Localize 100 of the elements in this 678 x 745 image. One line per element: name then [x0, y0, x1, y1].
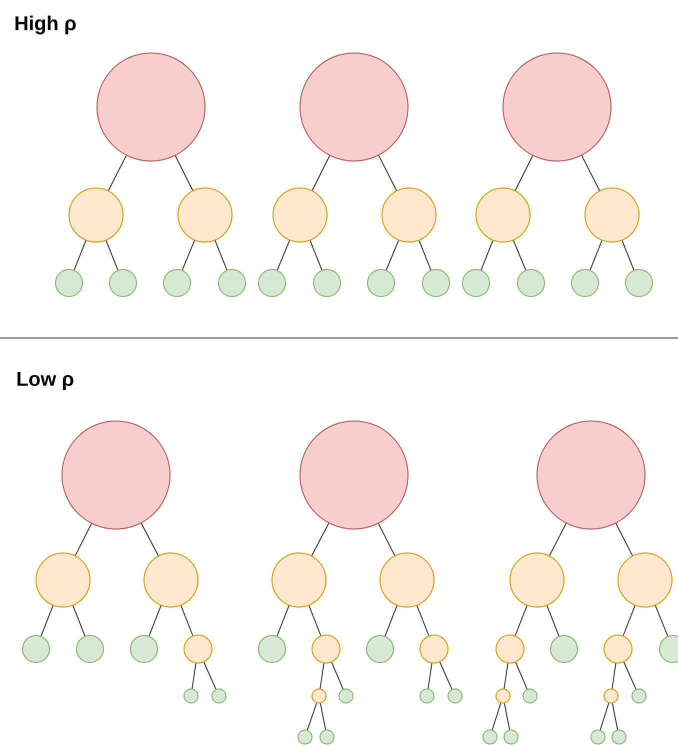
connector-line: [428, 662, 432, 690]
root-circle: [96, 52, 206, 162]
leaf-circle: [422, 269, 450, 297]
leaf-circle: [55, 269, 83, 297]
root-circle: [300, 52, 408, 162]
inner-circle: [496, 634, 524, 664]
connector-line: [418, 240, 432, 270]
inner-circle: [312, 688, 326, 704]
connector-line: [310, 240, 322, 270]
connector-line: [312, 155, 330, 191]
inner-circle: [272, 552, 326, 608]
connector-line: [622, 605, 636, 636]
connector-line: [581, 155, 600, 191]
inner-circle: [510, 552, 564, 608]
section-heading: Low ρ: [18, 372, 74, 390]
leaf-circle: [109, 269, 137, 297]
leaf-circle: [22, 635, 50, 663]
leaf-circle: [298, 730, 312, 744]
connector-line: [590, 240, 602, 270]
connector-line: [622, 240, 634, 270]
leaf-circle: [313, 269, 341, 297]
root-circle: [62, 420, 170, 530]
inner-circle: [178, 188, 232, 242]
connector-line: [320, 662, 324, 690]
section-heading: High ρ: [16, 16, 76, 34]
root-circle: [300, 420, 408, 530]
inner-circle: [36, 552, 90, 608]
connector-line: [174, 155, 194, 191]
connector-line: [386, 240, 400, 271]
connector-line: [549, 522, 567, 556]
leaf-circle: [163, 269, 191, 297]
leaf-circle: [625, 269, 653, 297]
connector-line: [623, 662, 636, 690]
connector-line: [140, 522, 159, 556]
connector-line: [40, 605, 54, 636]
leaf-circle: [517, 269, 545, 297]
connector-line: [180, 605, 194, 636]
connector-line: [546, 605, 560, 636]
leaf-circle: [366, 635, 394, 663]
leaf-circle: [130, 635, 158, 663]
connector-line: [654, 605, 668, 637]
leaf-circle: [258, 635, 286, 663]
leaf-circle: [482, 730, 498, 744]
connector-line: [514, 605, 528, 636]
connector-line: [214, 240, 228, 270]
leaf-circle: [218, 269, 246, 297]
leaf-circle: [550, 635, 578, 663]
connector-line: [72, 605, 86, 636]
inner-circle: [380, 552, 434, 608]
root-circle: [502, 52, 612, 162]
leaf-circle: [420, 688, 434, 704]
connector-line: [331, 662, 344, 690]
connector-line: [504, 662, 508, 690]
connector-line: [320, 702, 326, 730]
connector-line: [514, 155, 534, 191]
connector-line: [182, 240, 196, 271]
leaf-circle: [632, 688, 646, 704]
connector-line: [192, 662, 196, 690]
leaf-circle: [367, 269, 395, 297]
connector-line: [74, 523, 92, 556]
connector-line: [74, 240, 86, 270]
connector-line: [148, 605, 162, 636]
leaf-circle: [571, 269, 599, 297]
connector-line: [612, 662, 616, 690]
inner-circle: [476, 188, 530, 242]
inner-circle: [420, 634, 448, 664]
connector-line: [439, 662, 452, 690]
connector-line: [615, 522, 633, 556]
inner-circle: [184, 634, 212, 664]
inner-circle: [272, 188, 328, 242]
inner-circle: [144, 552, 198, 608]
inner-circle: [604, 688, 618, 704]
inner-circle: [618, 552, 672, 608]
inner-circle: [584, 188, 640, 242]
leaf-circle: [590, 730, 606, 744]
connector-line: [492, 702, 502, 730]
connector-line: [515, 662, 528, 690]
connector-line: [308, 605, 322, 636]
connector-line: [108, 155, 127, 191]
connector-line: [416, 605, 430, 636]
connector-line: [378, 523, 396, 556]
leaf-circle: [76, 635, 104, 663]
connector-line: [504, 702, 510, 730]
leaf-circle: [612, 730, 626, 744]
leaf-circle: [320, 730, 334, 744]
inner-circle: [382, 188, 436, 242]
inner-circle: [312, 634, 340, 664]
leaf-circle: [448, 688, 462, 704]
root-circle: [536, 420, 646, 530]
connector-line: [384, 605, 398, 636]
leaf-circle: [659, 635, 678, 663]
connector-line: [612, 702, 618, 730]
inner-circle: [604, 634, 632, 664]
leaf-circle: [522, 688, 538, 704]
connector-line: [311, 522, 330, 556]
leaf-circle: [504, 730, 518, 744]
inner-circle: [68, 188, 124, 242]
leaf-circle: [212, 688, 226, 704]
connector-line: [276, 605, 290, 636]
leaf-circle: [338, 688, 354, 704]
